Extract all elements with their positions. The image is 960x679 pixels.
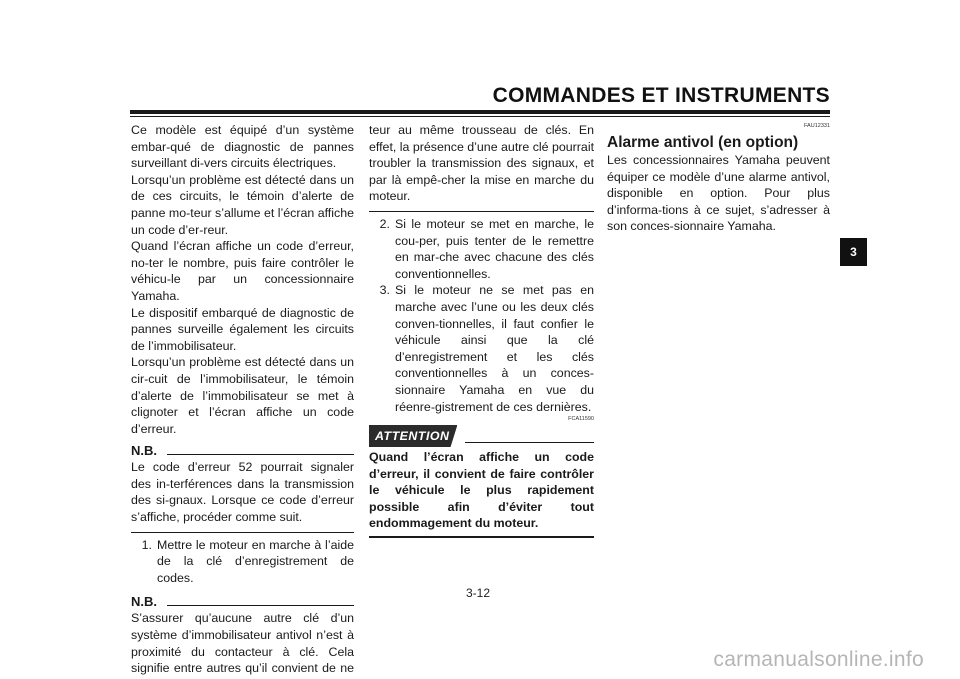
note-end-rule: [131, 531, 354, 533]
attention-heading: ATTENTION: [369, 424, 594, 448]
step-number: 1.: [141, 537, 152, 552]
step-text: Si le moteur ne se met pas en marche ave…: [395, 283, 594, 414]
watermark: carmanualsonline.info: [713, 648, 924, 671]
step-number: 3.: [379, 283, 390, 298]
chapter-tab: 3: [840, 238, 867, 266]
paragraph: Lorsqu’un problème est détecté dans un d…: [131, 172, 354, 237]
text-column-2: teur au même trousseau de clés. En effet…: [369, 122, 595, 539]
step-number: 2.: [379, 216, 390, 231]
text-column-3: FAU12331 Alarme antivol (en option) Les …: [607, 122, 830, 235]
paragraph: Lorsqu’un problème est détecté dans un c…: [131, 355, 354, 436]
list-item: 3. Si le moteur ne se met pas en marche …: [369, 282, 594, 415]
section-title: Alarme antivol (en option): [607, 134, 799, 151]
note-text: S’assurer qu’aucune autre clé d’un systè…: [131, 611, 354, 679]
note-label: N.B.: [131, 594, 157, 610]
paragraph: Quand l’écran affiche un code d’erreur, …: [131, 239, 354, 303]
note-label: N.B.: [131, 442, 157, 458]
step-text: Mettre le moteur en marche à l’aide de l…: [157, 537, 354, 585]
note-heading: N.B.: [131, 443, 354, 459]
text-column-1: Ce modèle est équipé d’un système embar-…: [131, 122, 354, 679]
steps-list: 2. Si le moteur se met en marche, le cou…: [369, 216, 594, 415]
attention-end-rule: [369, 536, 594, 539]
reference-code: FCA11590: [568, 416, 594, 423]
steps-list: 1. Mettre le moteur en marche à l’aide d…: [131, 537, 354, 587]
step-text: Si le moteur se met en marche, le cou-pe…: [395, 216, 594, 281]
attention-badge: ATTENTION: [369, 424, 458, 448]
note-end-rule: [369, 210, 594, 212]
page-header-title: COMMANDES ET INSTRUMENTS: [492, 84, 830, 107]
page-number: 3-12: [466, 586, 491, 600]
attention-text: Quand l’écran affiche un code d’erreur, …: [369, 450, 594, 531]
paragraph: Ce modèle est équipé d’un système embar-…: [131, 123, 354, 171]
note-rule: [167, 453, 354, 455]
header-rule-thin: [130, 116, 830, 117]
note-rule: [167, 604, 354, 606]
note-heading: N.B.: [131, 594, 354, 610]
note-text: Le code d’erreur 52 pourrait signaler de…: [131, 460, 354, 525]
paragraph: Les concessionnaires Yamaha peuvent équi…: [607, 153, 830, 234]
header-rule-thick: [130, 110, 830, 114]
reference-code: FAU12331: [804, 123, 830, 129]
attention-rule: [465, 441, 594, 443]
list-item: 2. Si le moteur se met en marche, le cou…: [369, 216, 594, 282]
paragraph: teur au même trousseau de clés. En effet…: [369, 123, 595, 204]
paragraph: Le dispositif embarqué de diagnostic de …: [131, 305, 354, 353]
list-item: 1. Mettre le moteur en marche à l’aide d…: [131, 537, 354, 587]
